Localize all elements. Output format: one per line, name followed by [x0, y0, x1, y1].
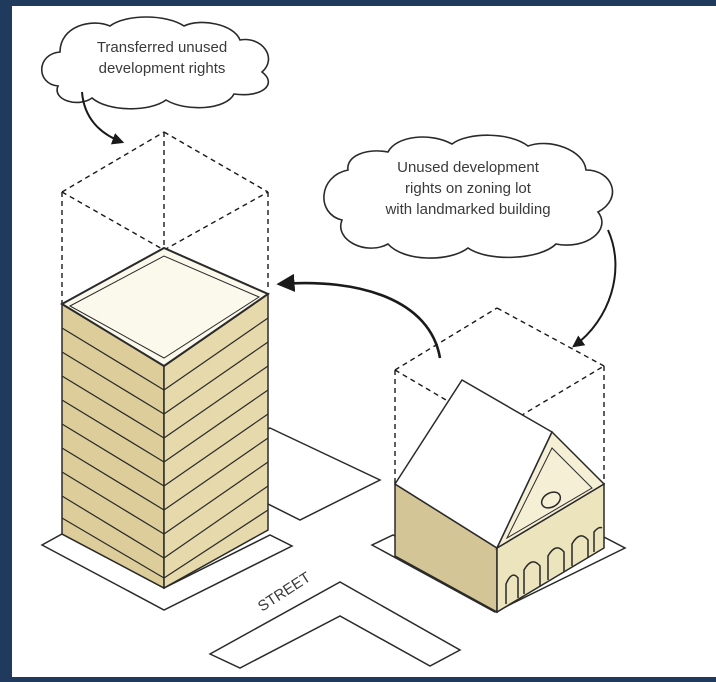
callout-line-1: Transferred unused — [97, 39, 227, 56]
diagram-panel: STREET — [12, 6, 716, 677]
curved-arrow-icon — [276, 273, 442, 359]
callout-line-2: development rights — [99, 60, 226, 77]
curved-pointer-arrow-icon — [81, 91, 125, 145]
pediment-oculus — [540, 491, 562, 509]
unused-rights-callout: Unused development rights on zoning lot … — [323, 134, 614, 259]
street-block-lower-outline — [208, 581, 462, 669]
callout-line-2: rights on zoning lot — [405, 180, 532, 197]
callout-line-1: Unused development — [397, 159, 540, 176]
callout-line-3: with landmarked building — [384, 201, 550, 218]
transferred-rights-callout: Transferred unused development rights — [41, 16, 270, 110]
landmark-pediment — [495, 430, 606, 550]
curved-pointer-arrow-icon — [572, 229, 617, 348]
tower-building — [60, 131, 271, 590]
landmarked-building — [393, 307, 606, 614]
tower-roof — [60, 246, 271, 368]
transfer-of-development-rights-diagram: STREET — [40, 16, 627, 669]
tower-floor-lines — [61, 317, 269, 579]
landmark-arches — [505, 526, 603, 604]
